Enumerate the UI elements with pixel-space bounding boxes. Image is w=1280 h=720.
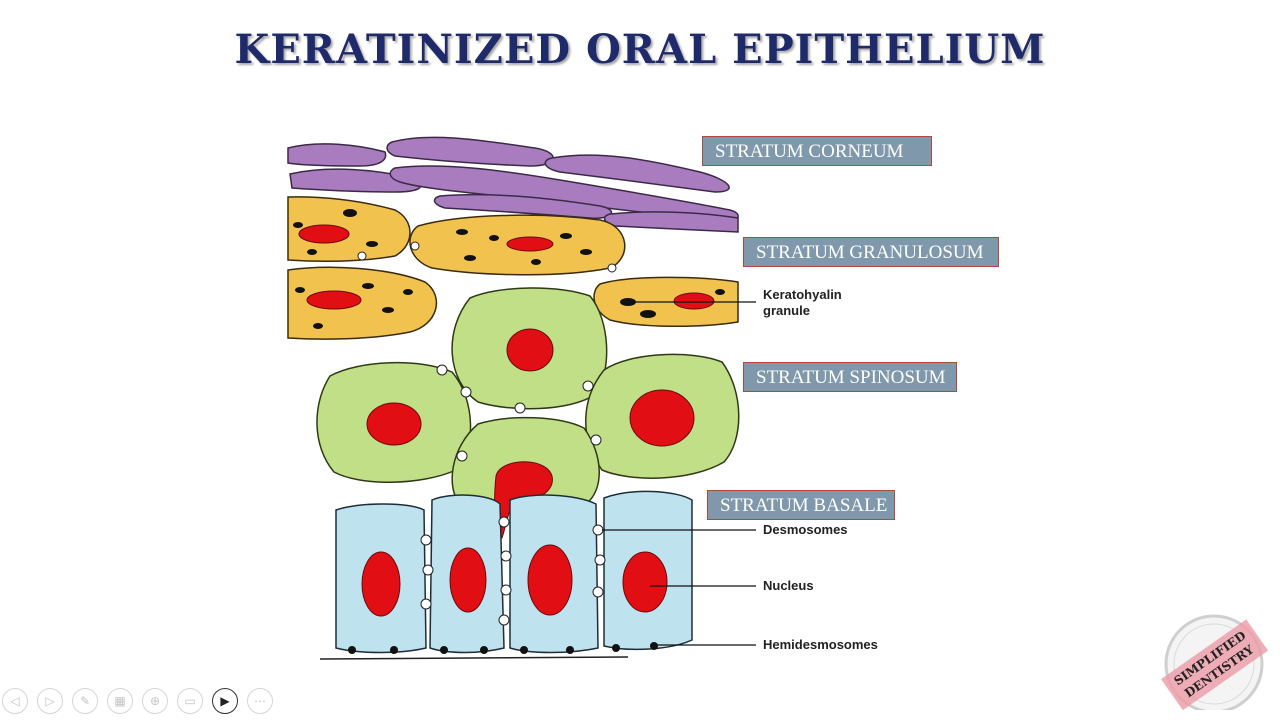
granular-cell — [287, 266, 438, 340]
granular-cell — [287, 196, 411, 262]
label-stratum-basale: STRATUM BASALE — [707, 490, 895, 520]
basal-nuclei — [361, 544, 668, 617]
slides-grid-icon[interactable]: ▦ — [107, 688, 133, 714]
callout-keratohyalin: Keratohyalin granule — [763, 287, 842, 319]
callout-keratohyalin-line1: Keratohyalin — [763, 287, 842, 302]
granular-nuclei — [298, 224, 715, 310]
callout-nucleus: Nucleus — [763, 578, 814, 593]
stratum-granulosum-cells — [287, 196, 739, 340]
callout-keratohyalin-line2: granule — [763, 303, 810, 318]
pen-icon[interactable]: ✎ — [72, 688, 98, 714]
simplified-dentistry-logo: SIMPLIFIED DENTISTRY — [1161, 614, 1268, 710]
label-stratum-corneum: STRATUM CORNEUM — [702, 136, 932, 166]
slideshow-controls: ◁ ▷ ✎ ▦ ⊕ ▭ ▶ ⋯ — [2, 688, 273, 714]
basement-membrane — [319, 656, 629, 660]
desmosome-markers — [357, 241, 617, 626]
label-stratum-spinosum: STRATUM SPINOSUM — [743, 362, 957, 392]
more-icon[interactable]: ⋯ — [247, 688, 273, 714]
callout-lines — [602, 301, 756, 646]
zoom-icon[interactable]: ⊕ — [142, 688, 168, 714]
keratohyalin-granules — [293, 209, 725, 329]
slide-title: KERATINIZED ORAL EPITHELIUM — [234, 26, 1046, 73]
stratum-corneum-cells — [287, 136, 739, 233]
callout-desmosomes: Desmosomes — [763, 522, 848, 537]
subtitles-icon[interactable]: ▭ — [177, 688, 203, 714]
camera-icon[interactable]: ▶ — [212, 688, 238, 714]
previous-icon[interactable]: ◁ — [2, 688, 28, 714]
next-icon[interactable]: ▷ — [37, 688, 63, 714]
callout-hemidesmosomes: Hemidesmosomes — [763, 637, 878, 652]
label-stratum-granulosum: STRATUM GRANULOSUM — [743, 237, 999, 267]
hemidesmosome-markers — [348, 642, 658, 654]
prickle-cell — [451, 416, 600, 505]
